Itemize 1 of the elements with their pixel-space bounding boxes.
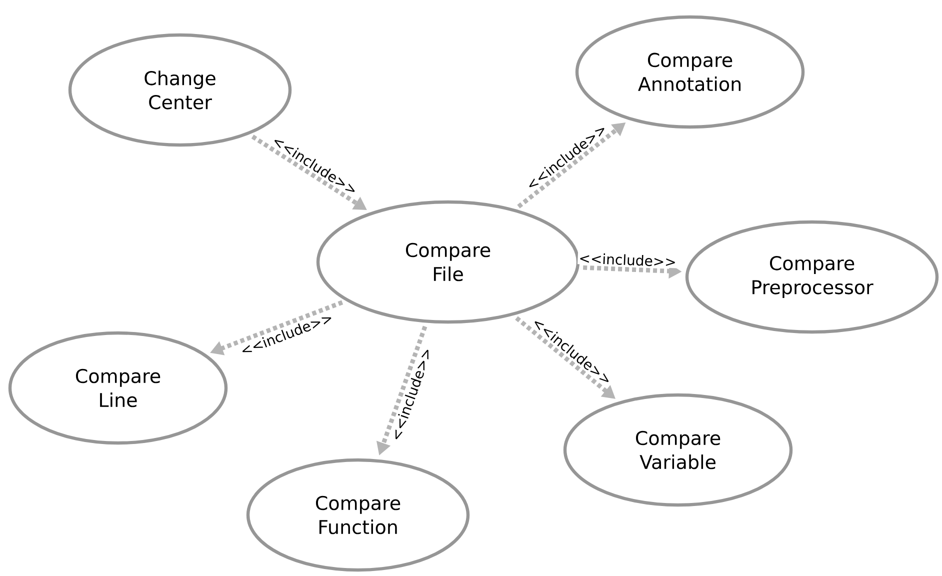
edge-label: <<include>>: [580, 253, 675, 266]
